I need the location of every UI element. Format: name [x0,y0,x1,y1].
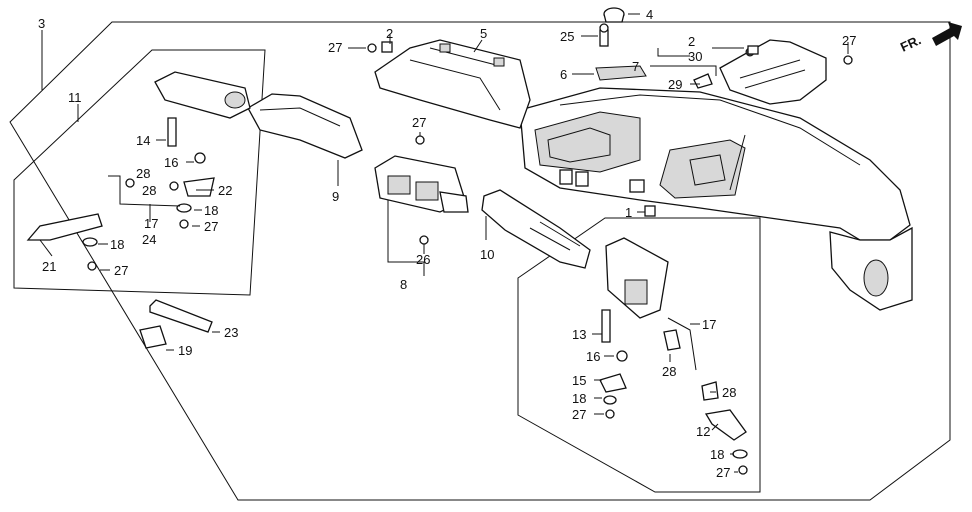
part-4-cap [603,7,625,23]
left-vent-assembly [154,71,251,119]
callout-27: 27 [572,407,586,422]
callout-5: 5 [480,26,487,41]
callout-27: 27 [716,465,730,480]
callout-25: 25 [560,29,574,44]
subassembly-outline-right [517,217,761,493]
callout-27: 27 [114,263,128,278]
callout-16: 16 [586,349,600,364]
callout-27: 27 [412,115,426,130]
callout-7: 7 [632,59,639,74]
part-5-upper-duct [374,39,531,129]
front-direction-arrow-icon [932,22,962,46]
callout-22: 22 [218,183,232,198]
part-7-bracket [693,39,827,105]
callout-4: 4 [646,7,653,22]
callout-19: 19 [178,343,192,358]
part-8-center-vent [374,155,469,213]
part-6-lens [595,65,647,81]
fasteners [367,41,853,245]
callout-14: 14 [136,133,150,148]
callout-18: 18 [110,237,124,252]
callout-27: 27 [842,33,856,48]
callout-29: 29 [668,77,682,92]
assembly-outline-3 [9,21,951,501]
right-box-small-parts [599,309,748,475]
instrument-panel [519,87,913,311]
callout-18: 18 [204,203,218,218]
right-vent-assembly [605,237,669,319]
callout-9: 9 [332,189,339,204]
callout-18: 18 [572,391,586,406]
callout-27: 27 [328,40,342,55]
callout-15: 15 [572,373,586,388]
part-9-duct [247,93,363,159]
callout-21: 21 [42,259,56,274]
callout-8: 8 [400,277,407,292]
callout-28: 28 [722,385,736,400]
part-19-clip [139,325,167,349]
callout-26: 26 [416,252,430,267]
callout-2: 2 [386,26,393,41]
part-25-pin [599,23,609,47]
callout-18: 18 [710,447,724,462]
callout-30: 30 [688,49,702,64]
part-23-panel [149,299,213,333]
callout-12: 12 [696,424,710,439]
orientation-label: FR. [898,32,923,54]
callout-24: 24 [142,232,156,247]
callout-28: 28 [662,364,676,379]
callout-1: 1 [625,205,632,220]
callout-17: 17 [702,317,716,332]
part-10-right-duct [481,189,591,269]
callout-3: 3 [38,16,45,31]
callout-labels: 3 11 27 2 5 4 25 6 2 30 7 29 27 14 16 28… [38,7,856,480]
callout-6: 6 [560,67,567,82]
callout-16: 16 [164,155,178,170]
callout-28: 28 [142,183,156,198]
callout-23: 23 [224,325,238,340]
callout-17: 17 [144,216,158,231]
callout-2: 2 [688,34,695,49]
callout-28: 28 [136,166,150,181]
callout-11: 11 [68,90,82,105]
callout-27: 27 [204,219,218,234]
subassembly-outline-11 [13,49,266,296]
leader-lines [39,13,849,473]
callout-10: 10 [480,247,494,262]
box-11-small-parts [26,117,215,271]
callout-13: 13 [572,327,586,342]
